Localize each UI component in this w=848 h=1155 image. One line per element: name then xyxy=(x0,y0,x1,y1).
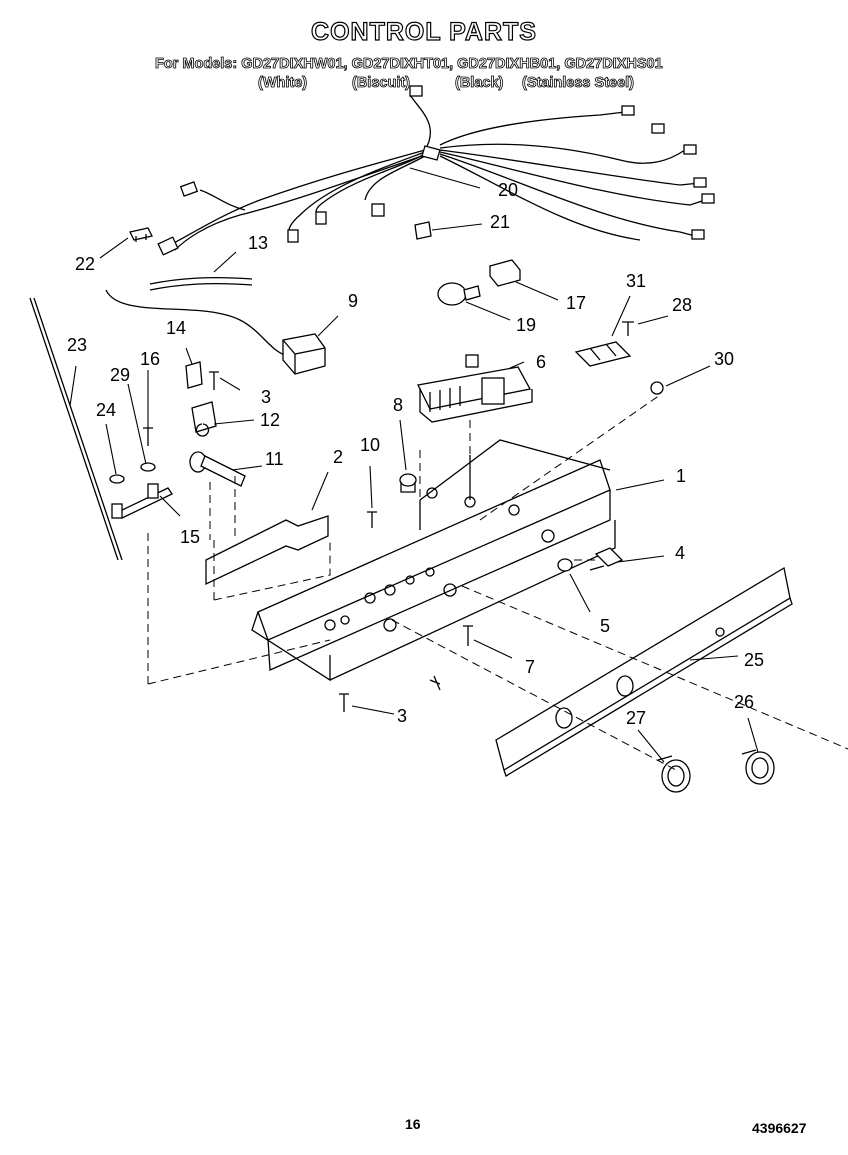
screw-16 xyxy=(143,427,153,446)
finish-biscuit: (Biscuit) xyxy=(352,75,411,92)
callout-25: 25 xyxy=(744,650,764,670)
lamp-holder xyxy=(399,473,417,493)
damper-link xyxy=(111,483,173,519)
knob-26 xyxy=(741,749,775,785)
switch-button xyxy=(557,558,573,572)
assembly-lines xyxy=(147,394,848,771)
screw-3b xyxy=(339,693,349,712)
washer-24 xyxy=(109,474,125,484)
callout-28: 28 xyxy=(672,295,692,315)
callout-30: 30 xyxy=(714,349,734,369)
mounting-bracket xyxy=(205,515,329,586)
rod-23 xyxy=(29,297,123,561)
washer-29 xyxy=(140,462,156,472)
callout-1: 1 xyxy=(676,466,686,486)
callout-22: 22 xyxy=(75,254,95,274)
lamp-bulb xyxy=(437,282,481,306)
screw-7 xyxy=(463,625,473,646)
page-title: CONTROL PARTS xyxy=(310,17,537,46)
finish-white: (White) xyxy=(258,75,308,92)
callout-23: 23 xyxy=(67,335,87,355)
document-number: 4396627 xyxy=(752,1120,807,1136)
callout-11: 11 xyxy=(265,449,284,469)
callout-27: 27 xyxy=(626,708,646,728)
callout-29: 29 xyxy=(110,365,130,385)
knob-27 xyxy=(657,755,691,793)
light-switch xyxy=(589,547,624,571)
wire-harness xyxy=(157,85,715,256)
callout-16: 16 xyxy=(140,349,160,369)
screw-10 xyxy=(367,511,377,528)
models-line: For Models: GD27DIXHW01, GD27DIXHT01, GD… xyxy=(155,56,663,73)
clip-14 xyxy=(185,361,203,389)
control-shaft xyxy=(189,451,246,487)
control-board xyxy=(417,354,533,423)
finish-stainless-steel: (Stainless Steel) xyxy=(522,75,635,92)
bracket-12 xyxy=(191,401,217,437)
callout-2: 2 xyxy=(333,447,343,467)
callout-10: 10 xyxy=(360,435,380,455)
lamp-socket xyxy=(489,259,521,287)
thermostat xyxy=(282,333,326,375)
callout-12: 12 xyxy=(260,410,280,430)
callout-9: 9 xyxy=(348,291,358,311)
callout-13: 13 xyxy=(248,233,268,253)
damper-wire xyxy=(105,289,286,356)
clip xyxy=(414,221,432,240)
callout-20: 20 xyxy=(498,180,518,200)
callout-24: 24 xyxy=(96,400,116,420)
sensor-assembly xyxy=(574,321,664,395)
callout-17: 17 xyxy=(566,293,586,313)
screw-3a xyxy=(209,371,219,390)
callout-21: 21 xyxy=(490,212,510,232)
callout-31: 31 xyxy=(626,271,646,291)
screw-3c xyxy=(429,675,441,691)
callout-3b: 3 xyxy=(397,706,407,726)
callout-19: 19 xyxy=(516,315,536,335)
callout-26: 26 xyxy=(734,692,754,712)
callout-6: 6 xyxy=(536,352,546,372)
tubing xyxy=(149,276,253,291)
callout-labels: 1 2 3 3 4 5 6 7 8 9 10 11 12 13 14 15 16… xyxy=(67,180,764,728)
page-number: 16 xyxy=(405,1116,421,1132)
callout-5: 5 xyxy=(600,616,610,636)
callout-15: 15 xyxy=(180,527,200,547)
finish-black: (Black) xyxy=(455,75,504,92)
control-panel xyxy=(495,566,793,777)
callout-14: 14 xyxy=(166,318,186,338)
leader-lines xyxy=(69,167,759,763)
callout-7: 7 xyxy=(525,657,535,677)
wire-bracket xyxy=(129,227,153,242)
callout-4: 4 xyxy=(675,543,685,563)
callout-8: 8 xyxy=(393,395,403,415)
callout-3a: 3 xyxy=(261,387,271,407)
